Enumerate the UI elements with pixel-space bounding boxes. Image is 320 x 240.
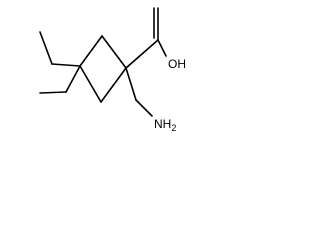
hydroxyl-bond xyxy=(157,39,167,57)
ethyl-group-lower xyxy=(39,65,81,94)
carboxylic-acid-group: OH xyxy=(125,7,186,71)
amine-subscript: 2 xyxy=(171,123,176,133)
amine-label: NH2 xyxy=(154,117,176,133)
ethyl-group-upper xyxy=(39,31,81,67)
ethyl-upper-bond-2 xyxy=(39,31,53,65)
hydroxyl-label: OH xyxy=(168,57,186,71)
ring-bond-top xyxy=(101,35,127,69)
ethyl-lower-bond-2 xyxy=(39,91,67,94)
ring-bond-left-top xyxy=(79,35,103,67)
ring-bond-bottom xyxy=(100,67,127,103)
ethyl-lower-bond-1 xyxy=(65,65,81,93)
aminomethyl-c-bond xyxy=(125,67,137,101)
carboxyl-c-bond xyxy=(125,39,159,69)
cyclobutane-ring xyxy=(79,35,127,103)
ring-bond-left-bottom xyxy=(79,65,102,103)
ethyl-upper-bond-1 xyxy=(51,63,81,67)
chemical-structure: OH NH2 xyxy=(39,7,186,133)
amine-bond xyxy=(135,99,153,117)
aminomethyl-group: NH2 xyxy=(125,67,176,133)
amine-n-text: NH xyxy=(154,117,171,131)
